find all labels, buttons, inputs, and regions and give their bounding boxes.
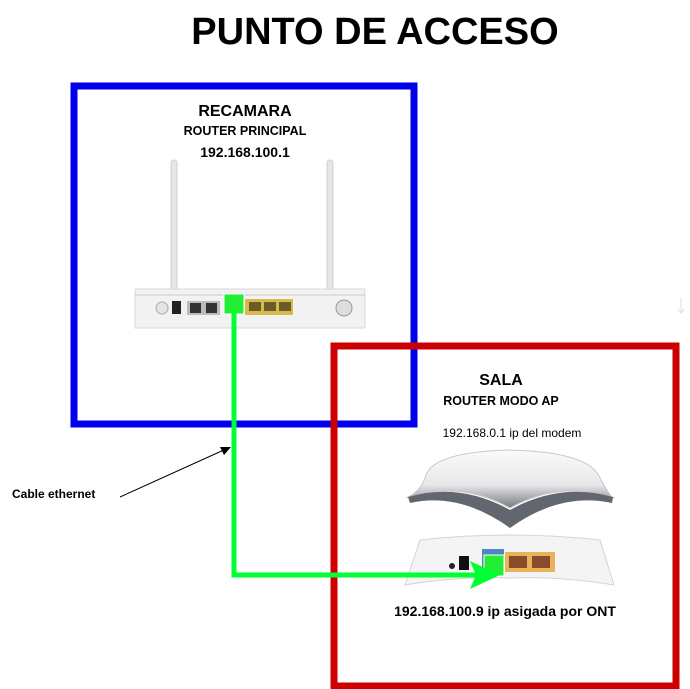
living-room-box — [330, 342, 680, 689]
cable-label: Cable ethernet — [12, 487, 95, 501]
living-room-label: SALA — [479, 372, 523, 389]
ap-router-top-image — [405, 449, 615, 528]
modem-ip: 192.168.0.1 ip del modem — [443, 426, 582, 440]
ethernet-cable — [223, 293, 505, 589]
bedroom-label: RECAMARA — [198, 103, 292, 120]
main-router-ip: 192.168.100.1 — [200, 144, 290, 160]
ap-router-role: ROUTER MODO AP — [443, 394, 559, 408]
diagram-title: PUNTO DE ACCESO — [191, 11, 558, 53]
bedroom-box — [70, 82, 418, 428]
main-router-image — [134, 159, 366, 329]
main-router-role: ROUTER PRINCIPAL — [184, 124, 307, 138]
cable-pointer-arrow — [119, 447, 231, 498]
faint-arrow-icon — [677, 298, 685, 314]
assigned-ip: 192.168.100.9 ip asigada por ONT — [394, 603, 616, 619]
